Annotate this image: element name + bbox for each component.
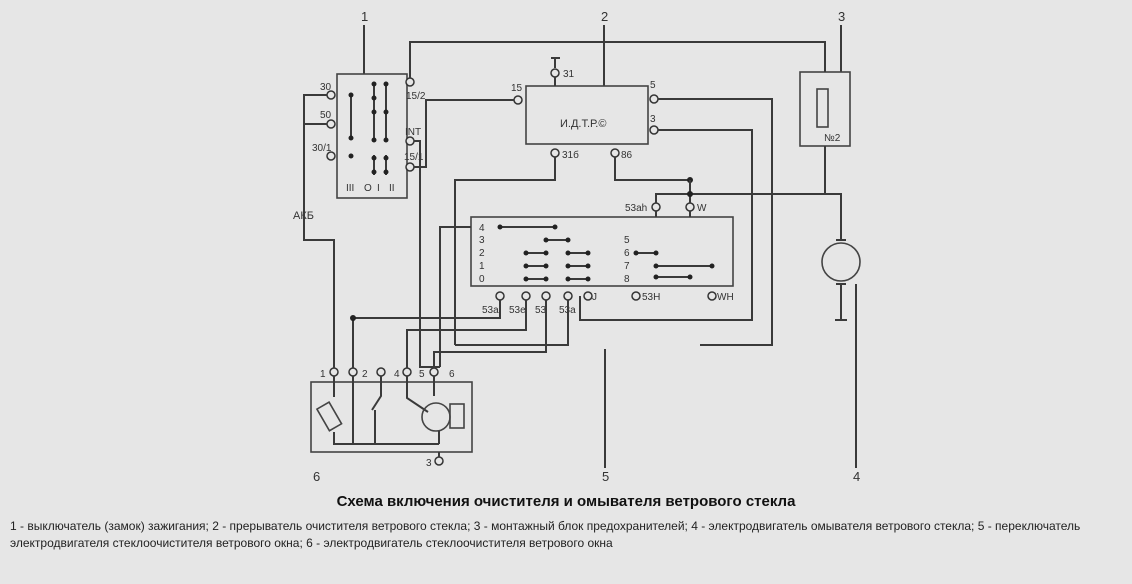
motor-terminal-1-label: 1 bbox=[320, 369, 326, 380]
fuse-label: №2 bbox=[824, 133, 841, 144]
terminal-int-label: INT bbox=[405, 127, 421, 138]
switch-pos-2: 2 bbox=[479, 248, 485, 259]
relay-terminal-31b-label: 31б bbox=[562, 149, 579, 161]
callout-5: 5 bbox=[602, 469, 609, 484]
relay-terminal-3-label: 3 bbox=[650, 114, 656, 125]
switch-terminal-j-label: J bbox=[592, 292, 597, 303]
relay-terminal-31-label: 31 bbox=[563, 69, 575, 80]
callout-4: 4 bbox=[853, 469, 860, 484]
switch-terminal-53e-label: 53e bbox=[509, 305, 526, 316]
switch-terminal-w-label: W bbox=[697, 203, 707, 214]
switch-pos-0: 0 bbox=[479, 274, 485, 285]
switch-pos-6: 6 bbox=[624, 248, 630, 259]
terminal-50-label: 50 bbox=[320, 110, 332, 121]
caption-description: 1 - выключатель (замок) зажигания; 2 - п… bbox=[10, 519, 1081, 550]
wiper-relay: И.Д.Т.Р.© 31 15 5 3 31б 86 bbox=[511, 57, 659, 161]
position-iii-label: III bbox=[346, 183, 354, 194]
switch-pos-8: 8 bbox=[624, 274, 630, 285]
callout-2: 2 bbox=[601, 9, 608, 24]
wiring-diagram: 1 2 3 4 5 6 30 50 30/1 15/2 INT 15/1 III bbox=[293, 9, 861, 484]
callout-1: 1 bbox=[361, 9, 368, 24]
relay-terminal-86-label: 86 bbox=[621, 150, 633, 161]
switch-terminal-53a-label: 53a bbox=[482, 305, 499, 316]
ignition-switch: 30 50 30/1 15/2 INT 15/1 III O I II bbox=[312, 73, 426, 199]
switch-pos-7: 7 bbox=[624, 261, 630, 272]
position-ii-label: II bbox=[389, 183, 395, 194]
motor-terminal-6-label: 6 bbox=[449, 369, 455, 380]
caption-title: Схема включения очистителя и омывателя в… bbox=[336, 493, 796, 510]
switch-pos-5: 5 bbox=[624, 235, 630, 246]
motor-terminal-4-label: 4 bbox=[394, 369, 400, 380]
motor-terminal-2-label: 2 bbox=[362, 369, 368, 380]
switch-terminal-53-label: 53 bbox=[535, 305, 547, 316]
callout-6: 6 bbox=[313, 469, 320, 484]
terminal-15-2-label: 15/2 bbox=[406, 91, 426, 102]
terminal-15-1-label: 15/1 bbox=[404, 152, 424, 163]
position-i-label: I bbox=[377, 183, 380, 194]
wiper-motor: 1 2 4 5 6 3 bbox=[310, 367, 473, 469]
relay-terminal-15-label: 15 bbox=[511, 83, 523, 94]
terminal-30-label: 30 bbox=[320, 82, 332, 93]
fuse-block: №2 bbox=[799, 71, 851, 147]
position-o-label: O bbox=[364, 183, 372, 194]
motor-terminal-5-label: 5 bbox=[419, 369, 425, 380]
switch-pos-4: 4 bbox=[479, 223, 485, 234]
motor-terminal-3-label: 3 bbox=[426, 458, 432, 469]
callout-3: 3 bbox=[838, 9, 845, 24]
switch-terminal-53ah-label: 53ah bbox=[625, 203, 647, 214]
switch-pos-1: 1 bbox=[479, 261, 485, 272]
wiper-switch: 4 3 2 1 0 5 6 7 8 bbox=[470, 202, 734, 316]
switch-terminal-wh-label: WH bbox=[717, 292, 734, 303]
switch-pos-3: 3 bbox=[479, 235, 485, 246]
switch-terminal-53h-label: 53H bbox=[642, 292, 660, 303]
terminal-30-1-label: 30/1 bbox=[312, 143, 332, 154]
washer-motor bbox=[821, 239, 861, 321]
relay-label: И.Д.Т.Р.© bbox=[560, 118, 606, 130]
relay-terminal-5-label: 5 bbox=[650, 80, 656, 91]
